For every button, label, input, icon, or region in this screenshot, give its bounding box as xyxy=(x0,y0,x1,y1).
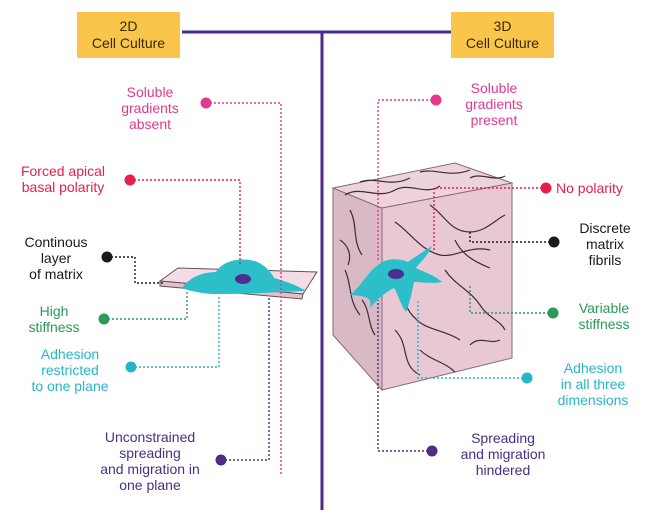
text: hindered xyxy=(475,462,531,478)
text: Soluble xyxy=(470,80,518,96)
text: in all three xyxy=(560,376,626,392)
text: of matrix xyxy=(29,266,83,282)
text: Spreading xyxy=(471,430,535,446)
text: Unconstrained xyxy=(104,429,196,445)
3d-matrix-cube xyxy=(331,162,514,392)
text: Forced apical xyxy=(20,163,106,179)
text: Variable xyxy=(578,300,630,316)
text: present xyxy=(470,112,518,128)
header-3d-line1: 3D xyxy=(493,18,512,34)
header-2d-line1: 2D xyxy=(119,18,138,34)
text: stiffness xyxy=(578,316,630,332)
text: absent xyxy=(128,116,172,132)
text: and migration in xyxy=(100,461,200,477)
text: restricted xyxy=(41,362,99,378)
text: Discrete xyxy=(579,220,631,236)
right-bullets xyxy=(426,94,560,457)
text: basal polarity xyxy=(21,179,105,195)
text: to one plane xyxy=(31,378,109,394)
text: Adhesion xyxy=(40,346,100,362)
label-3d-no-polarity: No polarity xyxy=(556,180,652,196)
3d-nucleus xyxy=(388,269,404,279)
text: gradients xyxy=(465,96,523,112)
text: dimensions xyxy=(557,392,629,408)
text: No polarity xyxy=(556,180,623,196)
header-2d-line2: Cell Culture xyxy=(91,35,166,51)
text: stiffness xyxy=(28,319,80,335)
right-connectors xyxy=(377,99,554,452)
3d-cell xyxy=(350,246,442,312)
2d-cell xyxy=(182,259,306,294)
header-3d-line2: Cell Culture xyxy=(465,35,540,51)
text: fibrils xyxy=(588,252,622,268)
text: High xyxy=(39,303,69,319)
left-bullets xyxy=(98,97,227,466)
text: Soluble xyxy=(126,84,174,100)
left-connectors xyxy=(104,102,282,475)
text: one plane xyxy=(119,477,181,493)
text: matrix xyxy=(585,236,625,252)
text: and migration xyxy=(460,446,546,462)
text: gradients xyxy=(121,100,179,116)
text: spreading xyxy=(119,445,181,461)
2d-nucleus xyxy=(235,274,251,284)
text: Adhesion xyxy=(563,360,623,376)
text: Continous xyxy=(24,234,88,250)
text: layer xyxy=(40,250,72,266)
